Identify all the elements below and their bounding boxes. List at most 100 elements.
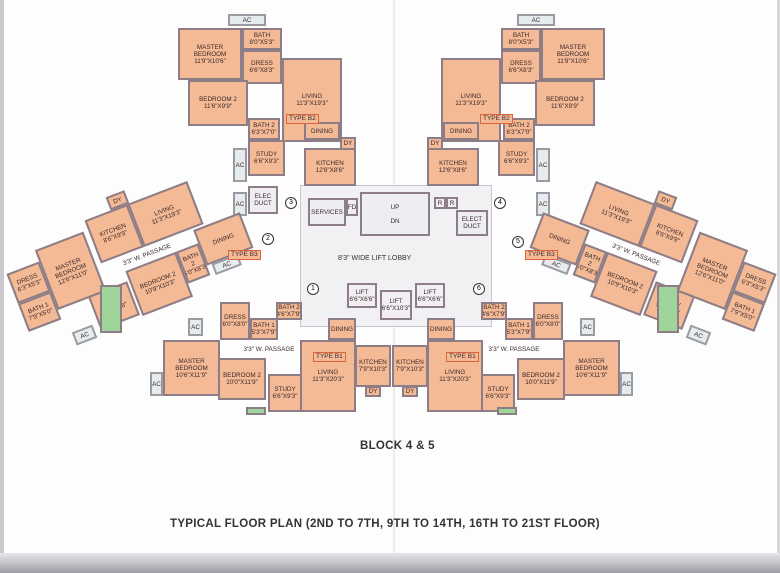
flat-number-6: 6 (473, 283, 485, 295)
fd-label: FD (347, 203, 357, 211)
room: AC (685, 324, 712, 346)
room-name: DY (430, 140, 440, 147)
room-name: DRESS (251, 60, 273, 67)
fire-duct: FD (346, 198, 358, 216)
room-name: BATH 2 (253, 122, 275, 129)
refuge-2: R (446, 197, 458, 209)
room: AC (517, 14, 555, 26)
room: DY (402, 386, 418, 397)
room: AC (620, 372, 633, 396)
room-name: 3'3" W. PASSAGE (243, 345, 295, 353)
room-dimensions: 11'9"X10'6" (557, 57, 589, 65)
room-name: DINING (310, 127, 334, 135)
unit-type-label: TYPE B3 (228, 250, 261, 260)
r-label: R (437, 199, 443, 207)
room-dimensions: 7'9"X10'3" (395, 366, 425, 373)
services-room: SERVICES (308, 198, 346, 226)
room-name: MASTER BEDROOM (575, 357, 608, 372)
room-name: DY (343, 140, 353, 147)
room-dimensions: 11'3"X19'3" (455, 100, 487, 107)
room-name: BATH 1 (253, 322, 275, 329)
room-dimensions: 11'3"X19'3" (296, 100, 328, 107)
room-name: KITCHEN (316, 160, 344, 167)
balcony-garden (657, 285, 679, 333)
flat-number-2: 2 (262, 233, 274, 245)
lift-dim: 6'6"X6'6" (417, 295, 443, 303)
room-name: AC (693, 330, 704, 340)
room-dimensions: 5'3"X7'9" (506, 329, 532, 336)
room-dimensions: 8'0"X5'3" (508, 39, 534, 46)
room-dimensions: 6'6"X9'3" (503, 158, 530, 165)
room-name: STUDY (487, 386, 509, 393)
room-dimensions: 6'0"X8'0" (222, 321, 248, 328)
plan-title: TYPICAL FLOOR PLAN (2ND TO 7TH, 9TH TO 1… (170, 518, 600, 530)
room-name: BEDROOM 2 (522, 372, 560, 379)
flat-number-1: 1 (307, 283, 319, 295)
scan-edge-left (0, 0, 4, 573)
room-name: BATH 2 (278, 304, 300, 311)
room: DY (365, 386, 381, 397)
room-name: DY (660, 195, 671, 206)
elect-duct: ELECT DUCT (456, 210, 488, 236)
room-name: AC (235, 161, 245, 169)
room-dimensions: 6'3"X7'0" (506, 129, 532, 136)
room-name: LIVING (317, 369, 339, 376)
room-dimensions: 11'6"X9'9" (550, 103, 580, 110)
room-name: DRESS (224, 314, 246, 321)
room-dimensions: 6'6"X9'3" (272, 393, 298, 400)
room-dimensions: 12'6"X8'6" (438, 167, 468, 174)
elec-duct-left: ELEC DUCT (248, 186, 278, 214)
room-name: BEDROOM 2 (546, 96, 584, 103)
unit-type-label: TYPE B3 (525, 250, 558, 260)
room-name: DY (112, 195, 123, 206)
room: AC (188, 318, 203, 336)
room-dimensions: 12'6"X8'6" (315, 167, 345, 174)
room: DINING (443, 122, 479, 140)
room-name: DY (368, 388, 378, 395)
room: AC (580, 318, 595, 336)
room-dimensions: 6'6"X8'3" (508, 67, 534, 74)
room-name: DINING (449, 127, 473, 135)
room-name: LIVING (301, 93, 323, 100)
room-dimensions: 6'6"X9'3" (485, 393, 511, 400)
room-name: BATH 2 (508, 122, 530, 129)
room-name: AC (221, 259, 233, 270)
room: AC (228, 14, 266, 26)
room-name: DINING (429, 325, 453, 333)
room-dimensions: 11'9"X10'6" (194, 57, 226, 65)
stair-up-label: UP (390, 203, 400, 211)
room-name: AC (538, 161, 548, 169)
lift-dim: 6'6"X10'3" (381, 305, 411, 312)
stair-down-label: DN (390, 217, 400, 225)
room-name: MASTER BEDROOM (175, 357, 208, 372)
room-dimensions: 11'6"X9'9" (203, 103, 233, 110)
room-dimensions: 10'0"X11'9" (226, 379, 258, 386)
lift-lobby-label: 8'3" WIDE LIFT LOBBY (338, 255, 412, 262)
room-name: LIVING (444, 369, 466, 376)
room: DINING (304, 122, 340, 140)
room-dimensions: 4'6"X7'9" (481, 311, 507, 318)
room-name: KITCHEN (439, 160, 467, 167)
lift-label: LIFT (355, 288, 369, 296)
room-name: DINING (330, 325, 354, 333)
elec-duct-label: ELEC DUCT (254, 193, 272, 207)
balcony-garden (100, 285, 122, 333)
room-dimensions: 6'6"X9'3" (253, 158, 280, 165)
room-name: DY (405, 388, 415, 395)
room-name: AC (191, 323, 200, 331)
room: AC (71, 324, 98, 346)
room-name: BATH (253, 32, 271, 39)
